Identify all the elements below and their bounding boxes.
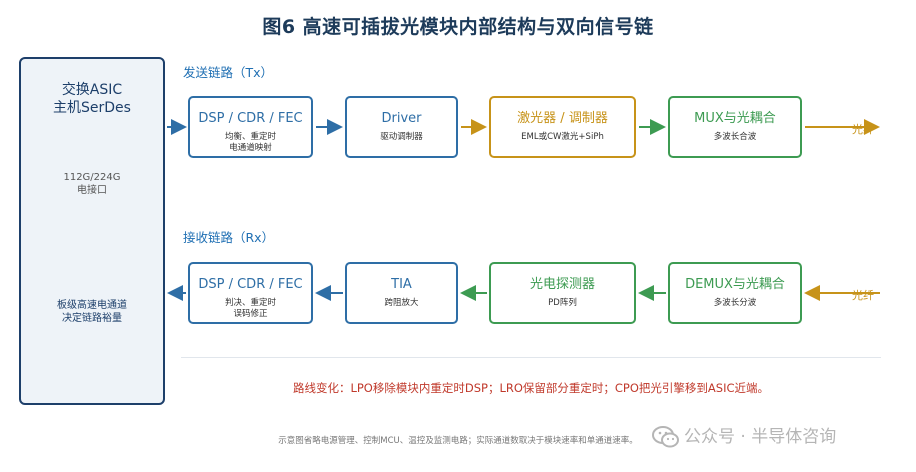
rx-dsp-cdr-fec-block: DSP / CDR / FEC 判决、重定时 误码修正 xyxy=(188,262,313,324)
rx-photodetector-block: 光电探测器 PD阵列 xyxy=(489,262,636,324)
tx-dsp-name: DSP / CDR / FEC xyxy=(198,111,303,126)
tx-dsp-cdr-fec-block: DSP / CDR / FEC 均衡、重定时 电通道映射 xyxy=(188,96,313,158)
tx-laser-desc1: EML或CW激光+SiPh xyxy=(521,132,604,142)
watermark-text: 公众号 · 半导体咨询 xyxy=(684,427,837,447)
rx-dsp-name: DSP / CDR / FEC xyxy=(198,277,303,292)
tx-laser-modulator-block: 激光器 / 调制器 EML或CW激光+SiPh xyxy=(489,96,636,158)
rx-tia-block: TIA 跨阻放大 xyxy=(345,262,458,324)
asic-channel-line2: 决定链路裕量 xyxy=(62,313,122,324)
tx-laser-name: 激光器 / 调制器 xyxy=(517,111,608,126)
rx-tia-name: TIA xyxy=(391,277,412,292)
tx-dsp-desc2: 电通道映射 xyxy=(229,143,272,153)
asic-interface-line1: 112G/224G xyxy=(63,172,121,183)
asic-title-line1: 交换ASIC xyxy=(61,82,123,98)
tx-driver-block: Driver 驱动调制器 xyxy=(345,96,458,158)
tx-section-label: 发送链路（Tx） xyxy=(183,65,274,80)
asic-serdes-block: 交换ASIC 主机SerDes 112G/224G 电接口 板级高速电通道 决定… xyxy=(19,57,165,405)
tx-mux-desc1: 多波长合波 xyxy=(713,132,757,142)
tx-dsp-desc1: 均衡、重定时 xyxy=(224,132,276,142)
figure-title: 图6 高速可插拔光模块内部结构与双向信号链 xyxy=(262,16,654,38)
rx-dsp-desc1: 判决、重定时 xyxy=(224,298,276,308)
asic-interface-line2: 电接口 xyxy=(77,185,107,196)
rx-dsp-desc2: 误码修正 xyxy=(233,309,268,319)
rx-demux-coupling-block: DEMUX与光耦合 多波长分波 xyxy=(668,262,802,324)
rx-demux-desc1: 多波长分波 xyxy=(713,298,757,308)
tx-mux-name: MUX与光耦合 xyxy=(694,111,776,126)
watermark: 公众号 · 半导体咨询 xyxy=(652,425,892,449)
rx-demux-name: DEMUX与光耦合 xyxy=(685,277,785,292)
asic-channel-line1: 板级高速电通道 xyxy=(57,300,127,311)
rx-pd-desc1: PD阵列 xyxy=(548,298,577,308)
footer-note: 示意图省略电源管理、控制MCU、温控及监测电路；实际通道数取决于模块速率和单通道… xyxy=(278,436,638,446)
rx-tia-desc1: 跨阻放大 xyxy=(384,298,419,308)
tx-mux-coupling-block: MUX与光耦合 多波长合波 xyxy=(668,96,802,158)
asic-title-line2: 主机SerDes xyxy=(53,100,131,116)
rx-section-label: 接收链路（Rx） xyxy=(183,230,275,245)
wechat-icon xyxy=(652,426,679,448)
rx-pd-name: 光电探测器 xyxy=(529,277,595,292)
tx-driver-desc1: 驱动调制器 xyxy=(380,132,423,142)
section-divider xyxy=(181,357,881,358)
route-change-note: 路线变化：LPO移除模块内重定时DSP；LRO保留部分重定时；CPO把光引擎移到… xyxy=(292,381,770,395)
tx-driver-name: Driver xyxy=(381,111,422,126)
